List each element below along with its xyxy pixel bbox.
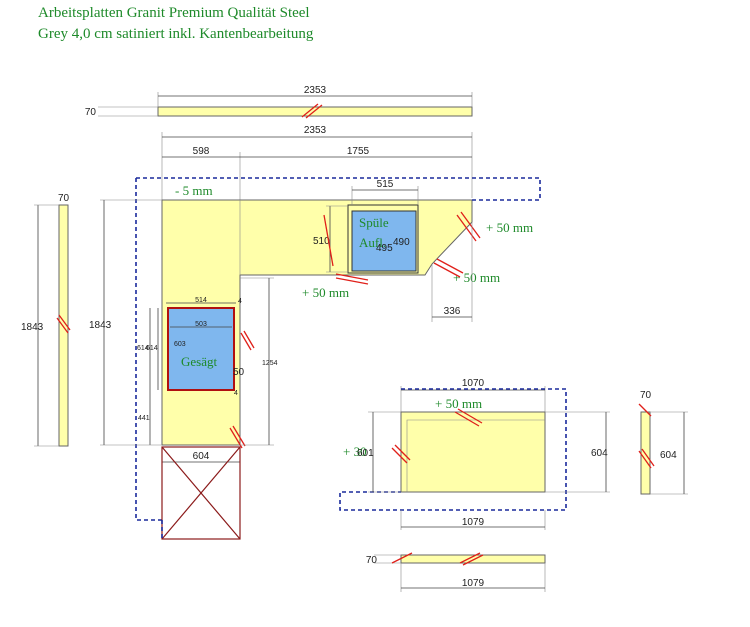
note-plus-50-corner: + 50 mm: [453, 270, 500, 285]
island-plate: [400, 411, 546, 493]
top-strip-length-label: 2353: [304, 85, 327, 96]
existing-cabinet-outline: [135, 177, 541, 521]
side-strip-plate: [58, 204, 69, 447]
right-part-width-label: 1755: [347, 146, 370, 157]
l-shaped-worktop: - 5 mm 515 510 Spüle Aufl. 490 495 + 50 …: [89, 177, 541, 540]
island-plus-30-note: + 30: [343, 444, 367, 459]
side-strip-thickness-label: 70: [58, 193, 70, 204]
left-leg-length-label: 1843: [89, 320, 112, 331]
drawing-title-line-2: Grey 4,0 cm satiniert inkl. Kantenbearbe…: [38, 26, 314, 42]
cooktop-inner-depth-label: 603: [174, 341, 186, 348]
cabinet-box: [161, 446, 241, 540]
island-side-strip-thickness-label: 70: [640, 390, 652, 401]
island-bottom-strip-thickness-label: 70: [366, 555, 378, 566]
island-side-strip: 70 604: [638, 390, 688, 495]
sink-sublabel: Aufl.: [359, 235, 386, 250]
small-offset-bottom-label: 4: [234, 390, 238, 397]
cooktop-depth-inner-label: 614: [146, 345, 158, 352]
corner-offset-label: 336: [444, 306, 461, 317]
sink-cutout: [351, 210, 417, 272]
cooktop-edge-gap-label: 50: [233, 367, 245, 378]
overall-width-label: 2353: [304, 125, 327, 136]
island-plus-50-note: + 50 mm: [435, 396, 482, 411]
island-bottom-strip-length-label: 1079: [462, 578, 485, 589]
cooktop-cutout: [167, 307, 235, 391]
small-offset-top-label: 4: [238, 298, 242, 305]
cooktop-inner-width-label: 503: [195, 321, 207, 328]
island-outer-width-label: 1079: [462, 517, 485, 528]
drawing-title-line-1: Arbeitsplatten Granit Premium Qualität S…: [38, 5, 310, 21]
cooktop-outer-width-label: 514: [195, 297, 207, 304]
cooktop-bottom-gap-label: 441: [138, 415, 150, 422]
note-plus-50-front: + 50 mm: [302, 285, 349, 300]
cooktop-depth-outer-label: 614: [137, 345, 149, 352]
sink-depth-label: 510: [313, 236, 330, 247]
island-inner-width-label: 1070: [462, 378, 485, 389]
cooktop-label: Gesägt: [181, 354, 217, 369]
leg-bottom-width-label: 604: [193, 451, 210, 462]
sink-label: Spüle: [359, 215, 389, 230]
overall-dimensions: 2353 598 1755: [161, 125, 473, 200]
left-leg-lower-length-label: 1254: [262, 360, 278, 367]
island-side-strip-length-label: 604: [660, 450, 677, 461]
sink-width-label: 515: [377, 179, 394, 190]
island-worktop: 1070 + 50 mm + 30 601 604 1079: [339, 378, 610, 530]
top-edge-strip: 2353 70: [85, 85, 473, 119]
island-depth-label: 604: [591, 448, 608, 459]
island-depth-left-label: 601: [357, 448, 374, 459]
island-existing-outline: [339, 388, 567, 511]
left-leg-width-label: 598: [193, 146, 210, 157]
side-strip-length-label: 1843: [21, 322, 44, 333]
top-strip-thickness-label: 70: [85, 107, 97, 118]
island-bottom-strip: 70 1079: [366, 552, 546, 592]
note-minus-5: - 5 mm: [175, 183, 213, 198]
note-plus-50-right: + 50 mm: [486, 220, 533, 235]
sink-inner-depth-label: 490: [393, 237, 410, 248]
sink-inner-width-label: 495: [376, 243, 393, 254]
left-side-strip: 70 1843: [21, 193, 71, 447]
